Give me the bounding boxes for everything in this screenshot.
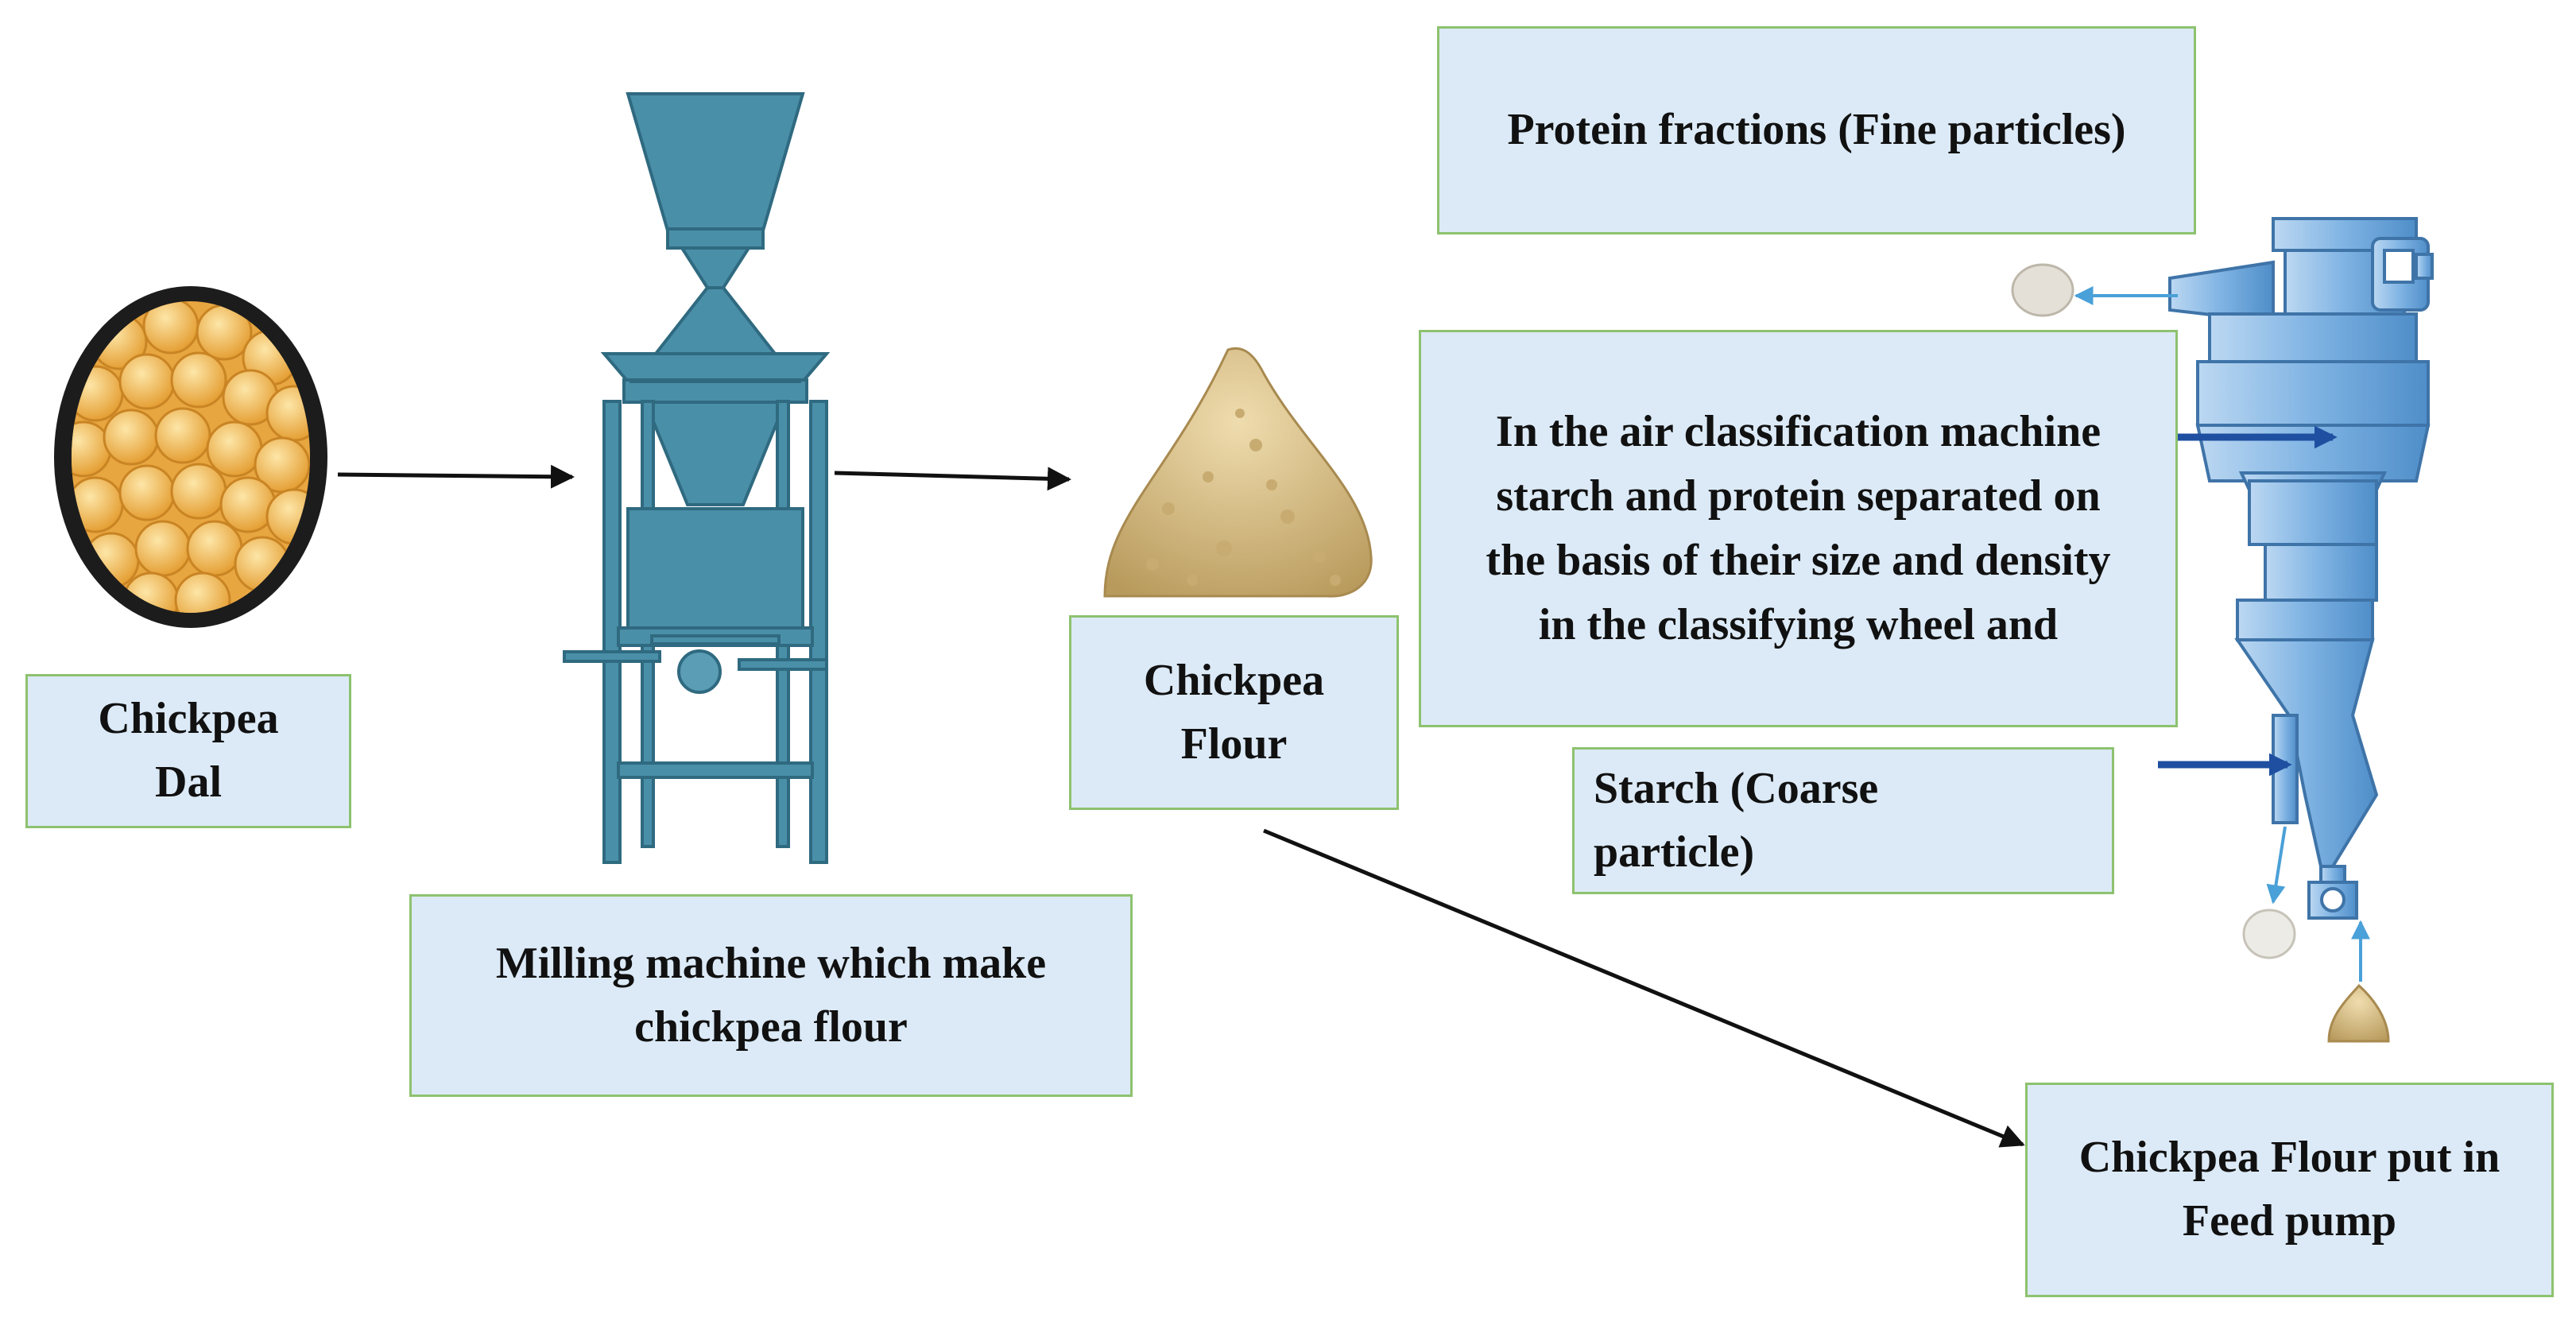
chickpea-dal-text: Chickpea Dal bbox=[98, 694, 279, 807]
chickpea-flour-text: Chickpea Flour bbox=[1143, 655, 1325, 769]
chickpea-flour-label: Chickpea Flour bbox=[1069, 615, 1399, 810]
milling-machine-text: Milling machine which make chickpea flou… bbox=[495, 938, 1047, 1052]
feed-flour-sample-icon bbox=[2327, 983, 2390, 1043]
starch-text: Starch (Coarse particle) bbox=[1594, 763, 1879, 877]
milling-machine-label: Milling machine which make chickpea flou… bbox=[409, 894, 1133, 1097]
arrow-coarse-particles-out bbox=[2266, 826, 2287, 905]
arrow-mill-to-flour bbox=[834, 467, 1071, 491]
chickpea-dal-label: Chickpea Dal bbox=[25, 674, 351, 828]
chickpea-dal-bowl-icon bbox=[54, 286, 327, 628]
flour-pile-icon bbox=[1103, 347, 1373, 598]
arrow-dal-to-mill bbox=[337, 464, 575, 489]
starch-sample-icon bbox=[2242, 909, 2296, 959]
protein-fractions-text: Protein fractions (Fine particles) bbox=[1507, 105, 2126, 155]
fine-powder-sample-icon bbox=[2011, 263, 2074, 317]
air-classifier-icon bbox=[2168, 217, 2434, 920]
milling-machine-icon bbox=[563, 92, 831, 864]
feed-pump-label: Chickpea Flour put in Feed pump bbox=[2025, 1083, 2554, 1297]
protein-fractions-label: Protein fractions (Fine particles) bbox=[1437, 26, 2196, 234]
feed-pump-text: Chickpea Flour put in Feed pump bbox=[2078, 1133, 2500, 1246]
air-classification-text: In the air classification machine starch… bbox=[1486, 406, 2111, 650]
air-classification-label: In the air classification machine starch… bbox=[1419, 330, 2178, 727]
arrow-flour-to-feed-pump bbox=[1263, 828, 2025, 1148]
starch-label: Starch (Coarse particle) bbox=[1572, 747, 2114, 894]
